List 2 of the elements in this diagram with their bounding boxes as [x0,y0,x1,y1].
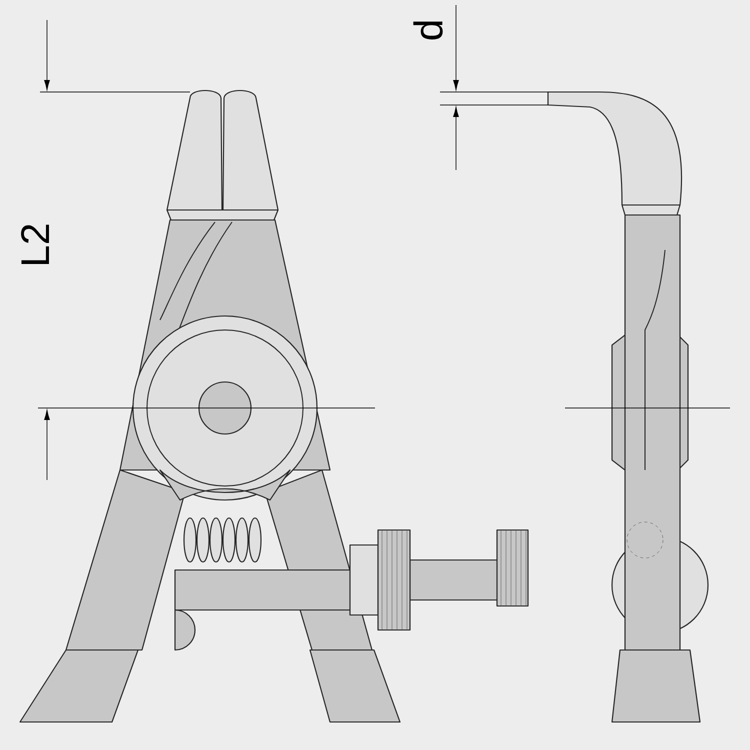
dimension-label: d [413,21,443,40]
dimension-label: L2 [21,224,49,264]
